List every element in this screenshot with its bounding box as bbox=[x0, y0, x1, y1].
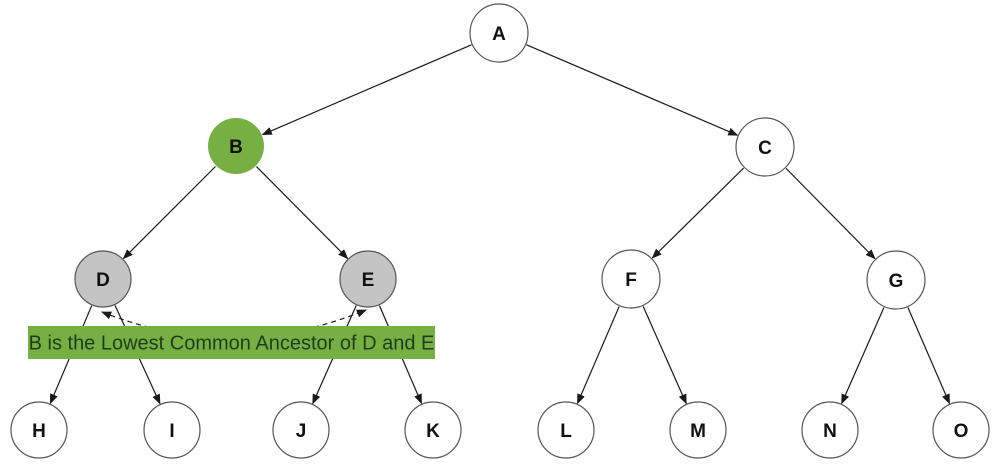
node-C-label: C bbox=[758, 138, 772, 159]
node-N-label: N bbox=[823, 421, 837, 442]
node-F: F bbox=[601, 249, 661, 309]
node-C-circle bbox=[735, 117, 795, 177]
node-A-label: A bbox=[492, 24, 506, 45]
node-E: E bbox=[339, 250, 397, 308]
node-B-circle bbox=[208, 118, 264, 174]
node-G-circle bbox=[866, 250, 926, 310]
node-H: H bbox=[10, 401, 68, 459]
node-G-label: G bbox=[889, 271, 904, 292]
tree-nodes: A B C D E F G H I J K L M N O bbox=[10, 3, 990, 459]
node-O-label: O bbox=[954, 421, 969, 442]
edge-G-N bbox=[841, 307, 885, 405]
edge-F-M bbox=[642, 306, 687, 405]
edge-C-F bbox=[651, 167, 745, 259]
node-D: D bbox=[74, 250, 132, 308]
node-H-label: H bbox=[32, 421, 46, 442]
node-I-label: I bbox=[169, 421, 174, 442]
node-L: L bbox=[537, 401, 595, 459]
node-F-circle bbox=[601, 249, 661, 309]
node-N: N bbox=[801, 401, 859, 459]
node-A-circle bbox=[469, 3, 529, 63]
node-H-circle bbox=[10, 401, 68, 459]
node-I-circle bbox=[143, 401, 201, 459]
edge-A-B bbox=[261, 44, 472, 136]
node-M-circle bbox=[669, 401, 727, 459]
edge-C-G bbox=[785, 167, 876, 260]
node-J: J bbox=[272, 401, 330, 459]
node-A: A bbox=[469, 3, 529, 63]
node-I: I bbox=[143, 401, 201, 459]
edge-A-C bbox=[526, 44, 739, 136]
lca-caption: B is the Lowest Common Ancestor of D and… bbox=[28, 326, 435, 359]
node-L-label: L bbox=[560, 421, 572, 442]
node-K: K bbox=[404, 401, 462, 459]
edge-F-L bbox=[576, 306, 620, 405]
lca-caption-bar bbox=[28, 326, 435, 359]
node-E-circle bbox=[339, 250, 397, 308]
node-B: B bbox=[208, 118, 264, 174]
node-O: O bbox=[932, 401, 990, 459]
node-C: C bbox=[735, 117, 795, 177]
node-K-circle bbox=[404, 401, 462, 459]
node-K-label: K bbox=[426, 421, 440, 442]
node-E-label: E bbox=[362, 270, 375, 291]
edge-B-E bbox=[256, 166, 349, 260]
node-D-label: D bbox=[96, 270, 110, 291]
node-G: G bbox=[866, 250, 926, 310]
node-B-label: B bbox=[229, 137, 243, 158]
node-N-circle bbox=[801, 401, 859, 459]
node-J-label: J bbox=[296, 421, 307, 442]
node-O-circle bbox=[932, 401, 990, 459]
tree-edges bbox=[49, 44, 951, 405]
edge-G-O bbox=[907, 307, 951, 405]
node-L-circle bbox=[537, 401, 595, 459]
node-M-label: M bbox=[690, 421, 706, 442]
node-M: M bbox=[669, 401, 727, 459]
node-D-circle bbox=[74, 250, 132, 308]
node-J-circle bbox=[272, 401, 330, 459]
edge-B-D bbox=[122, 166, 216, 260]
node-F-label: F bbox=[625, 270, 637, 291]
lca-caption-text: B is the Lowest Common Ancestor of D and… bbox=[29, 333, 435, 355]
